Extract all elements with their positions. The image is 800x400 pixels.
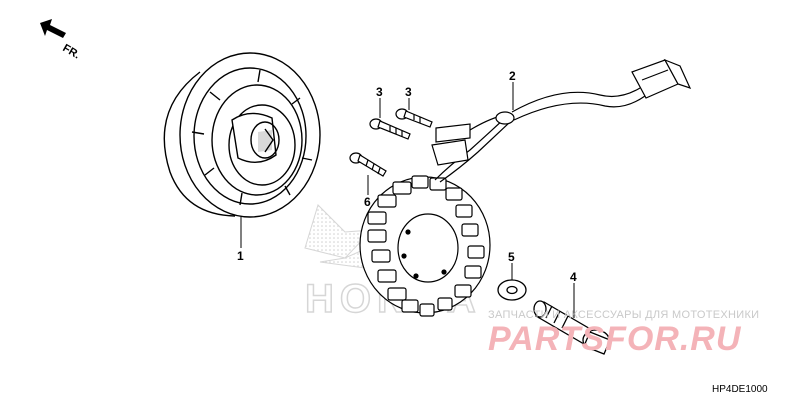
bolt-part-3b [395,108,433,128]
front-direction-label: FR. [61,42,82,61]
callout-4: 4 [570,270,577,284]
bolt-part-6 [349,152,387,177]
flange-bolt-part [533,300,611,355]
bolt-part-3a [369,118,411,140]
diagram-code: HP4DE1000 [712,384,768,395]
watermark-caption: ЗАПЧАСТИ И АКСЕССУАРЫ ДЛЯ МОТОТЕХНИКИ [488,309,759,321]
stator-part [359,58,692,317]
flywheel-part [163,52,321,218]
callout-2: 2 [509,69,516,83]
callout-6: 6 [364,195,371,209]
callout-3a: 3 [376,85,383,99]
callout-3b: 3 [405,85,412,99]
arrow-icon [40,19,66,38]
callout-5: 5 [508,250,515,264]
leader-lines [240,82,575,318]
washer-part [497,279,527,301]
front-direction-indicator: FR. [40,19,82,61]
callout-1: 1 [237,249,244,263]
watermark-brand: PARTSFOR.RU [488,320,742,358]
